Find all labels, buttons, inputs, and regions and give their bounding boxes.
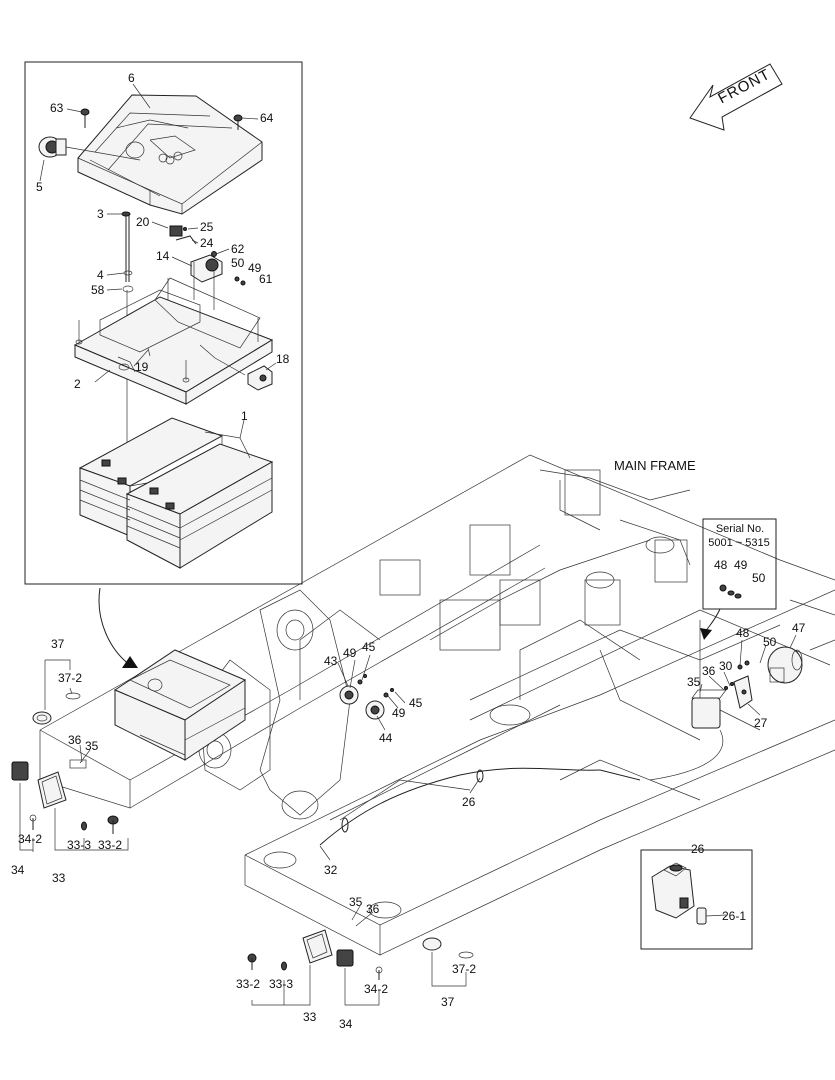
serial-box-frame: [702, 518, 777, 610]
battery-group-frame: [24, 61, 303, 585]
battery-cover-shape: [77, 94, 263, 215]
lamp-rear-shape: [247, 929, 474, 980]
curved-arrow-icon: [98, 587, 138, 668]
lamp-left-shape: [11, 692, 119, 834]
callout-6: 6: [128, 71, 135, 85]
detail-26-1-label: 26-1: [722, 909, 747, 923]
callout-1: 1: [241, 409, 248, 423]
relay-14-shape: [190, 251, 246, 310]
callout-19: 19: [135, 360, 149, 374]
tank-35-shape: [649, 689, 727, 781]
callout-3: 3: [97, 207, 104, 221]
installed-battery-shape: [113, 649, 247, 761]
serial-callout-50: 50: [752, 571, 766, 585]
callout-62: 62: [231, 242, 245, 256]
front-arrow-icon: [689, 63, 783, 131]
callout-47: 47: [792, 621, 806, 635]
callout-49-mid-a: 49: [343, 646, 357, 660]
main-frame-shape: [39, 454, 835, 956]
callout-33-2-rear: 33-2: [236, 977, 261, 991]
callout-2: 2: [74, 377, 81, 391]
serial-callout-49: 49: [734, 558, 748, 572]
callout-49-mid-b: 49: [392, 706, 406, 720]
callout-44: 44: [379, 731, 393, 745]
callout-5: 5: [36, 180, 43, 194]
callout-35-right: 35: [687, 675, 701, 689]
callout-33-rear: 33: [303, 1010, 317, 1024]
clamp-18-shape: [247, 365, 273, 391]
bolt-63-shape: [80, 108, 90, 128]
callout-34-2-left: 34-2: [18, 832, 43, 846]
main-frame-label: MAIN FRAME: [614, 458, 696, 473]
battery-1-shape: [78, 417, 274, 569]
callout-37-left: 37: [51, 637, 65, 651]
callout-33-left: 33: [52, 871, 66, 885]
callout-43: 43: [324, 654, 338, 668]
callout-33-3-left: 33-3: [67, 838, 92, 852]
callout-37-2-left: 37-2: [58, 671, 83, 685]
callout-26: 26: [462, 795, 476, 809]
detail-26-title: 26: [691, 842, 705, 856]
callout-24: 24: [200, 236, 214, 250]
callout-49-upper: 49: [248, 261, 262, 275]
callout-34-2-rear: 34-2: [364, 982, 389, 996]
detail-26-frame: [640, 849, 753, 950]
callout-27: 27: [754, 716, 768, 730]
callout-36-rear: 36: [366, 902, 380, 916]
callout-35-rear: 35: [349, 895, 363, 909]
callout-20: 20: [136, 215, 150, 229]
serial-title: Serial No.: [715, 523, 765, 535]
washer-tank-26-shape: [651, 862, 707, 925]
callout-30: 30: [719, 659, 733, 673]
callout-61: 61: [259, 272, 273, 286]
serial-parts-shape: [719, 584, 742, 599]
callout-36-right: 36: [702, 664, 716, 678]
callout-4: 4: [97, 268, 104, 282]
callout-25: 25: [200, 220, 214, 234]
callout-50-upper: 50: [231, 256, 245, 270]
battery-tray-2-shape: [73, 277, 274, 405]
callout-63: 63: [50, 101, 64, 115]
callout-36-left: 36: [68, 733, 82, 747]
callout-34-left: 34: [11, 863, 25, 877]
callout-48: 48: [736, 626, 750, 640]
bracket-27-shape: [724, 675, 753, 709]
callout-50-right: 50: [763, 635, 777, 649]
callout-45-b: 45: [409, 696, 423, 710]
callout-32: 32: [324, 863, 338, 877]
callout-37-rear: 37: [441, 995, 455, 1009]
serial-callout-48: 48: [714, 558, 728, 572]
mount-44-shape: [365, 688, 394, 720]
callout-58: 58: [91, 283, 105, 297]
callout-14: 14: [156, 249, 170, 263]
callout-64: 64: [260, 111, 274, 125]
callout-37-2-rear: 37-2: [452, 962, 477, 976]
callout-45-a: 45: [362, 640, 376, 654]
mount-43-shape: [339, 674, 367, 705]
callout-35-left: 35: [85, 739, 99, 753]
leader-lines: [19, 83, 797, 1006]
cap-5-shape: [38, 136, 141, 161]
callout-34-rear: 34: [339, 1017, 353, 1031]
hose-26-shape: [319, 767, 641, 846]
serial-range: 5001 ~ 5315: [708, 537, 770, 549]
horn-47-shape: [737, 646, 803, 684]
callout-18: 18: [276, 352, 290, 366]
callout-33-3-rear: 33-3: [269, 977, 294, 991]
serial-pointer-icon: [700, 608, 721, 640]
callout-33-2-left: 33-2: [98, 838, 123, 852]
